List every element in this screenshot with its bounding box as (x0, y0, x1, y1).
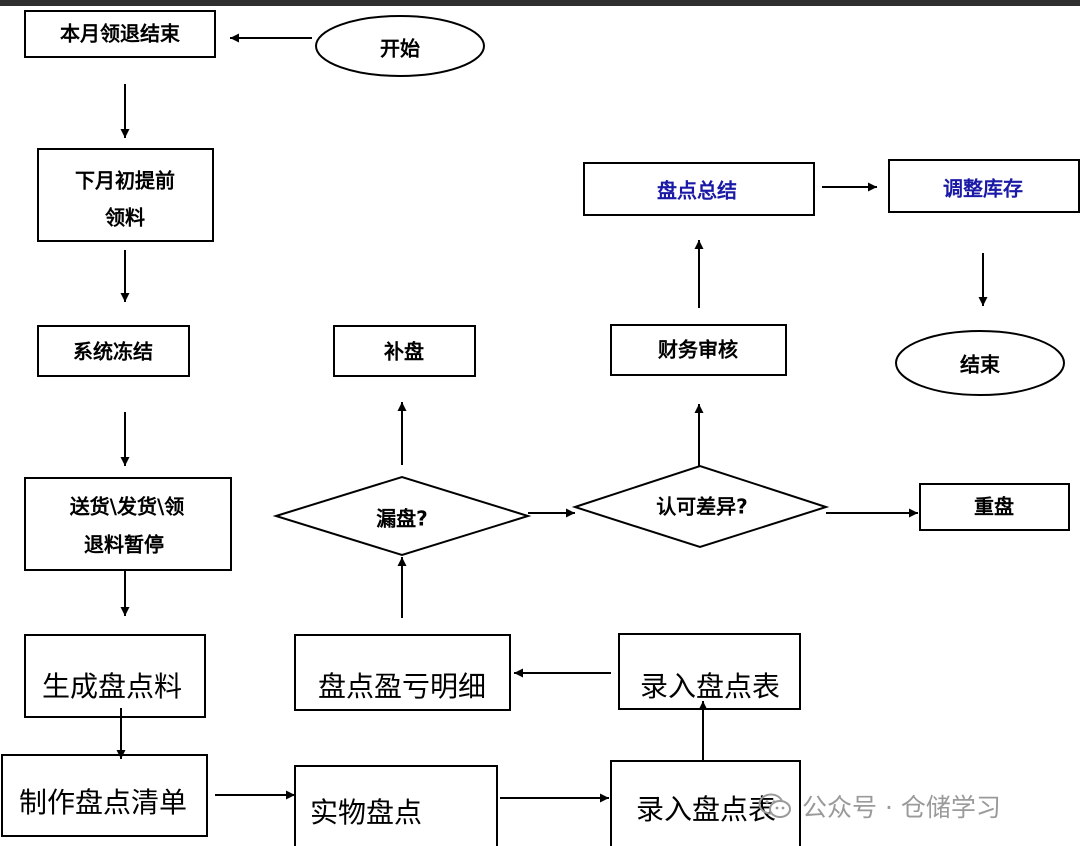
label-stop-2: 退料暂停 (84, 533, 164, 557)
node-accept-diff-decision (571, 464, 830, 549)
label-missed: 漏盘? (376, 507, 428, 531)
label-end: 结束 (960, 353, 1001, 377)
node-physical-count (294, 765, 498, 846)
node-missed-decision (272, 475, 532, 557)
label-early-next-month-2: 领料 (105, 206, 145, 230)
node-system-freeze (37, 325, 190, 377)
label-diff-detail: 盘点盈亏明细 (318, 670, 486, 703)
node-enter-sheet-top (618, 633, 801, 710)
node-recount-supplement (333, 325, 476, 377)
node-start (315, 15, 485, 77)
label-accept-diff: 认可差异? (656, 495, 748, 519)
label-generate-list: 生成盘点料 (42, 670, 182, 703)
node-finance-review (610, 324, 787, 376)
watermark-text: 公众号 · 仓储学习 (802, 793, 1001, 822)
watermark: 公众号 · 仓储学习 (758, 786, 1068, 826)
node-stop (24, 477, 232, 571)
node-end-of-month (24, 10, 216, 58)
label-enter-sheet-bottom: 录入盘点表 (636, 793, 776, 826)
label-system-freeze: 系统冻结 (73, 340, 153, 364)
wechat-icon (758, 793, 791, 818)
node-recount (919, 483, 1070, 531)
label-recount: 重盘 (974, 495, 1014, 519)
label-physical-count: 实物盘点 (310, 796, 422, 829)
node-enter-sheet-bottom (610, 760, 801, 846)
label-early-next-month-1: 下月初提前 (75, 169, 175, 193)
label-make-list: 制作盘点清单 (19, 786, 187, 819)
node-generate-list (24, 634, 206, 718)
label-finance-review: 财务审核 (658, 338, 738, 362)
label-enter-sheet-top: 录入盘点表 (640, 670, 780, 703)
label-recount-supplement: 补盘 (383, 340, 424, 364)
node-adjust-stock (888, 159, 1080, 213)
label-end-of-month: 本月领退结束 (60, 22, 181, 46)
node-end (895, 330, 1065, 396)
node-diff-detail (294, 634, 511, 711)
label-start: 开始 (380, 37, 420, 61)
node-summary (583, 162, 815, 216)
node-early-next-month (37, 148, 214, 242)
label-stop-1: 送货\发货\领 (70, 495, 185, 519)
label-summary: 盘点总结 (657, 179, 737, 203)
label-adjust-stock: 调整库存 (943, 177, 1023, 201)
top-bar (0, 0, 1080, 6)
node-make-list (1, 754, 208, 837)
